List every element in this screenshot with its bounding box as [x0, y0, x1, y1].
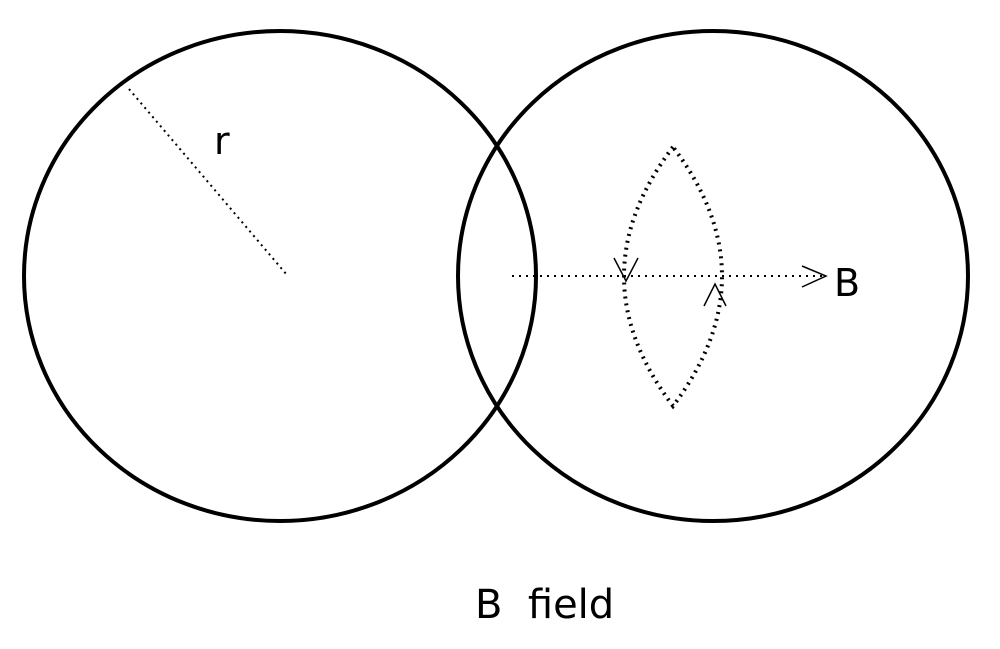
right-circle [456, 29, 970, 523]
b-field-arrowhead [801, 265, 828, 288]
caption: B field [475, 582, 614, 628]
loop-arrowhead-down [613, 257, 639, 283]
current-loop [622, 143, 724, 410]
b-field-label: B [834, 261, 860, 305]
left-circle [22, 29, 538, 523]
radius-label: r [214, 119, 230, 163]
loop-arrowhead-up [703, 282, 727, 307]
radius-line [128, 88, 288, 276]
